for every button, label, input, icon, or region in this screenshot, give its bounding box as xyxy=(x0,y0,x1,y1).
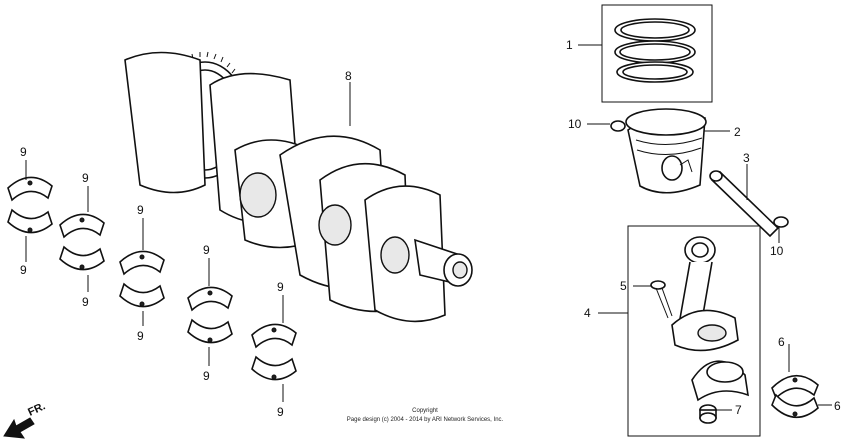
piston-pin-clip-lower[interactable] xyxy=(773,216,789,228)
connecting-rod[interactable] xyxy=(671,236,739,352)
front-direction-arrow-icon xyxy=(3,417,35,439)
connecting-rod-bolt[interactable] xyxy=(650,280,673,319)
main-bearing-pair-1[interactable] xyxy=(7,176,53,234)
piston-pin[interactable] xyxy=(709,170,780,238)
callout-9-3: 9 xyxy=(82,171,89,185)
connecting-rod-bearing-upper[interactable] xyxy=(771,374,819,400)
direction-label: FR. xyxy=(26,400,47,418)
connecting-rod-box xyxy=(627,225,761,437)
callout-9-8: 9 xyxy=(203,369,210,383)
callout-9-6: 9 xyxy=(137,329,144,343)
main-bearing-pair-5[interactable] xyxy=(251,323,297,381)
main-bearing-pair-2[interactable] xyxy=(59,213,105,271)
main-bearing-pair-3[interactable] xyxy=(119,250,165,308)
piston-pin-clip-upper[interactable] xyxy=(610,120,626,132)
callout-3: 3 xyxy=(743,151,750,165)
callout-9-5: 9 xyxy=(137,203,144,217)
callout-4: 4 xyxy=(584,306,591,320)
callout-8: 8 xyxy=(345,69,352,83)
main-bearing-pair-4[interactable] xyxy=(187,286,233,344)
crankshaft[interactable] xyxy=(124,51,473,323)
callout-9-7: 9 xyxy=(203,243,210,257)
callout-6-upper: 6 xyxy=(778,335,785,349)
callout-6-lower: 6 xyxy=(834,399,841,413)
connecting-rod-bearing-lower[interactable] xyxy=(771,393,819,419)
callout-5: 5 xyxy=(620,279,627,293)
connecting-rod-cap[interactable] xyxy=(691,360,749,402)
connecting-rod-nut[interactable] xyxy=(699,404,717,424)
piston[interactable] xyxy=(625,108,707,194)
callout-10-upper: 10 xyxy=(568,117,582,131)
callout-9-9: 9 xyxy=(277,280,284,294)
piston-rings-group[interactable] xyxy=(601,4,713,103)
callout-9-2: 9 xyxy=(20,263,27,277)
callout-7: 7 xyxy=(735,403,742,417)
callout-9-4: 9 xyxy=(82,295,89,309)
copyright-title: Copyright xyxy=(412,408,438,414)
callout-9-1: 9 xyxy=(20,145,27,159)
callout-9-10: 9 xyxy=(277,405,284,419)
callout-10-lower: 10 xyxy=(770,244,784,258)
callout-2: 2 xyxy=(734,125,741,139)
callout-1: 1 xyxy=(566,38,573,52)
copyright-notice: Page design (c) 2004 - 2014 by ARI Netwo… xyxy=(347,417,504,423)
